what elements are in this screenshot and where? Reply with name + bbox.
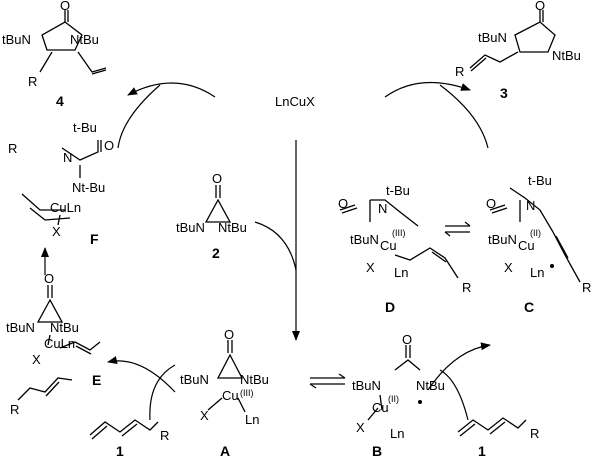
intermediate-F-NtBu: Nt-Bu <box>72 180 105 195</box>
intermediate-D-oxidation: (III) <box>392 228 406 238</box>
reagent-2-structure: O tBuN NtBu 2 <box>176 171 247 261</box>
diene-1-right-label: 1 <box>478 443 486 459</box>
intermediate-C-tBuN: tBuN <box>488 232 517 247</box>
equilibrium-D-C-top-head <box>464 221 471 227</box>
intermediate-F-tBu-top: t-Bu <box>73 120 97 135</box>
product-3-NtBu: NtBu <box>552 48 581 63</box>
intermediate-E-label: E <box>92 372 101 388</box>
product-4-structure: O tBuN NtBu R 4 <box>2 0 107 109</box>
intermediate-D-R: R <box>462 280 471 295</box>
intermediate-D-Ln: Ln <box>394 265 408 280</box>
intermediate-F-X: X <box>52 224 61 239</box>
product-3-oxygen: O <box>535 0 545 13</box>
product-4-label: 4 <box>56 93 64 109</box>
intermediate-B-X: X <box>356 420 365 435</box>
product-4-R: R <box>28 74 37 89</box>
catalyst-label: LnCuX <box>275 94 315 109</box>
intermediate-B-Cu: Cu <box>372 400 389 415</box>
arrow-B-to-C-arc <box>427 342 491 391</box>
intermediate-C-oxygen: O <box>486 196 496 211</box>
diene-1-left-R: R <box>160 428 169 443</box>
intermediate-D-label: D <box>385 299 395 315</box>
reagent2-curve-arrow <box>254 221 297 271</box>
diene-1-left-label: 1 <box>116 443 124 459</box>
intermediate-C-label: C <box>524 299 534 315</box>
intermediate-C-Ln: Ln <box>530 265 544 280</box>
intermediate-C-structure: t-Bu O N tBuN Cu (II) X Ln R C <box>486 173 591 315</box>
intermediate-D-N: N <box>378 201 387 216</box>
intermediate-E-oxygen: O <box>44 271 54 286</box>
arrow-A-to-E-branch <box>149 364 176 421</box>
intermediate-A-oxygen: O <box>224 327 234 342</box>
intermediate-C-oxidation: (II) <box>530 228 541 238</box>
arrow-top-right-branch <box>439 84 489 149</box>
intermediate-A-X: X <box>200 408 209 423</box>
intermediate-F-label: F <box>90 231 99 247</box>
intermediate-A-NtBu: NtBu <box>240 372 269 387</box>
product-4-tBuN: tBuN <box>2 32 31 47</box>
intermediate-B-label: B <box>372 443 382 459</box>
product-4-oxygen: O <box>60 0 70 13</box>
intermediate-B-radical-dot <box>418 400 422 404</box>
intermediate-F-CuLn: CuLn <box>50 200 81 215</box>
arrow-A-to-E-arc <box>107 356 176 393</box>
reagent-2-oxygen: O <box>212 171 222 186</box>
diene-1-right-R: R <box>530 426 539 441</box>
intermediate-B-structure: O tBuN NtBu Cu (II) X Ln B <box>352 332 445 459</box>
reagent-2-NtBu: NtBu <box>218 220 247 235</box>
reagent-2-tBuN: tBuN <box>176 220 205 235</box>
intermediate-D-oxygen: O <box>338 196 348 211</box>
intermediate-C-radical-dot <box>550 264 554 268</box>
product-4-NtBu: NtBu <box>70 32 99 47</box>
intermediate-C-tBu: t-Bu <box>528 173 552 188</box>
intermediate-C-X: X <box>504 260 513 275</box>
arrow-top-left-branch <box>117 84 161 149</box>
diene-1-left-structure: R 1 <box>89 419 169 459</box>
intermediate-B-oxidation: (II) <box>388 394 399 404</box>
reagent-2-label: 2 <box>212 245 220 261</box>
intermediate-B-oxygen: O <box>402 332 412 347</box>
intermediate-F-structure: R N t-Bu O Nt-Bu CuLn X F <box>8 120 114 247</box>
intermediate-E-tBuN: tBuN <box>6 320 35 335</box>
intermediate-E-CuLn: CuLn <box>44 336 75 351</box>
product-3-tBuN: tBuN <box>478 30 507 45</box>
intermediate-A-label: A <box>220 443 230 459</box>
intermediate-C-Cu: Cu <box>518 238 535 253</box>
intermediate-A-Ln: Ln <box>245 412 259 427</box>
product-3-structure: O tBuN NtBu R 3 <box>455 0 581 101</box>
arrow-top-left-arc <box>127 82 216 98</box>
intermediate-E-X: X <box>32 352 41 367</box>
intermediate-A-oxidation: (III) <box>240 388 254 398</box>
intermediate-E-R: R <box>10 402 19 417</box>
product-3-R: R <box>455 64 464 79</box>
intermediate-D-tBu: t-Bu <box>386 183 410 198</box>
intermediate-E-NtBu: NtBu <box>50 320 79 335</box>
product-3-label: 3 <box>500 85 508 101</box>
equilibrium-A-B-top-head <box>338 373 346 379</box>
intermediate-D-X: X <box>366 260 375 275</box>
intermediate-A-tBuN: tBuN <box>180 372 209 387</box>
intermediate-A-structure: O tBuN NtBu Cu (III) X Ln A <box>180 327 269 459</box>
arrow-B-to-C-branch <box>439 369 469 421</box>
intermediate-F-N-tBu: N <box>63 150 72 165</box>
intermediate-F-R: R <box>8 141 17 156</box>
arrow-top-right-arc <box>384 81 471 98</box>
equilibrium-A-B-bottom-head <box>309 383 317 389</box>
equilibrium-D-C-bottom-head <box>444 231 451 237</box>
intermediate-D-structure: t-Bu O N tBuN Cu (III) X Ln R D <box>338 183 471 315</box>
intermediate-D-tBuN: tBuN <box>350 232 379 247</box>
intermediate-B-tBuN: tBuN <box>352 378 381 393</box>
intermediate-C-N: N <box>526 198 535 213</box>
intermediate-F-oxygen: O <box>104 138 114 153</box>
intermediate-C-R: R <box>582 280 591 295</box>
intermediate-B-NtBu: NtBu <box>416 378 445 393</box>
intermediate-A-Cu: Cu <box>222 388 239 403</box>
intermediate-D-Cu: Cu <box>380 238 397 253</box>
intermediate-E-structure: O tBuN NtBu CuLn X R E <box>6 271 101 417</box>
diene-1-right-structure: R 1 <box>457 417 539 459</box>
intermediate-B-Ln: Ln <box>390 426 404 441</box>
